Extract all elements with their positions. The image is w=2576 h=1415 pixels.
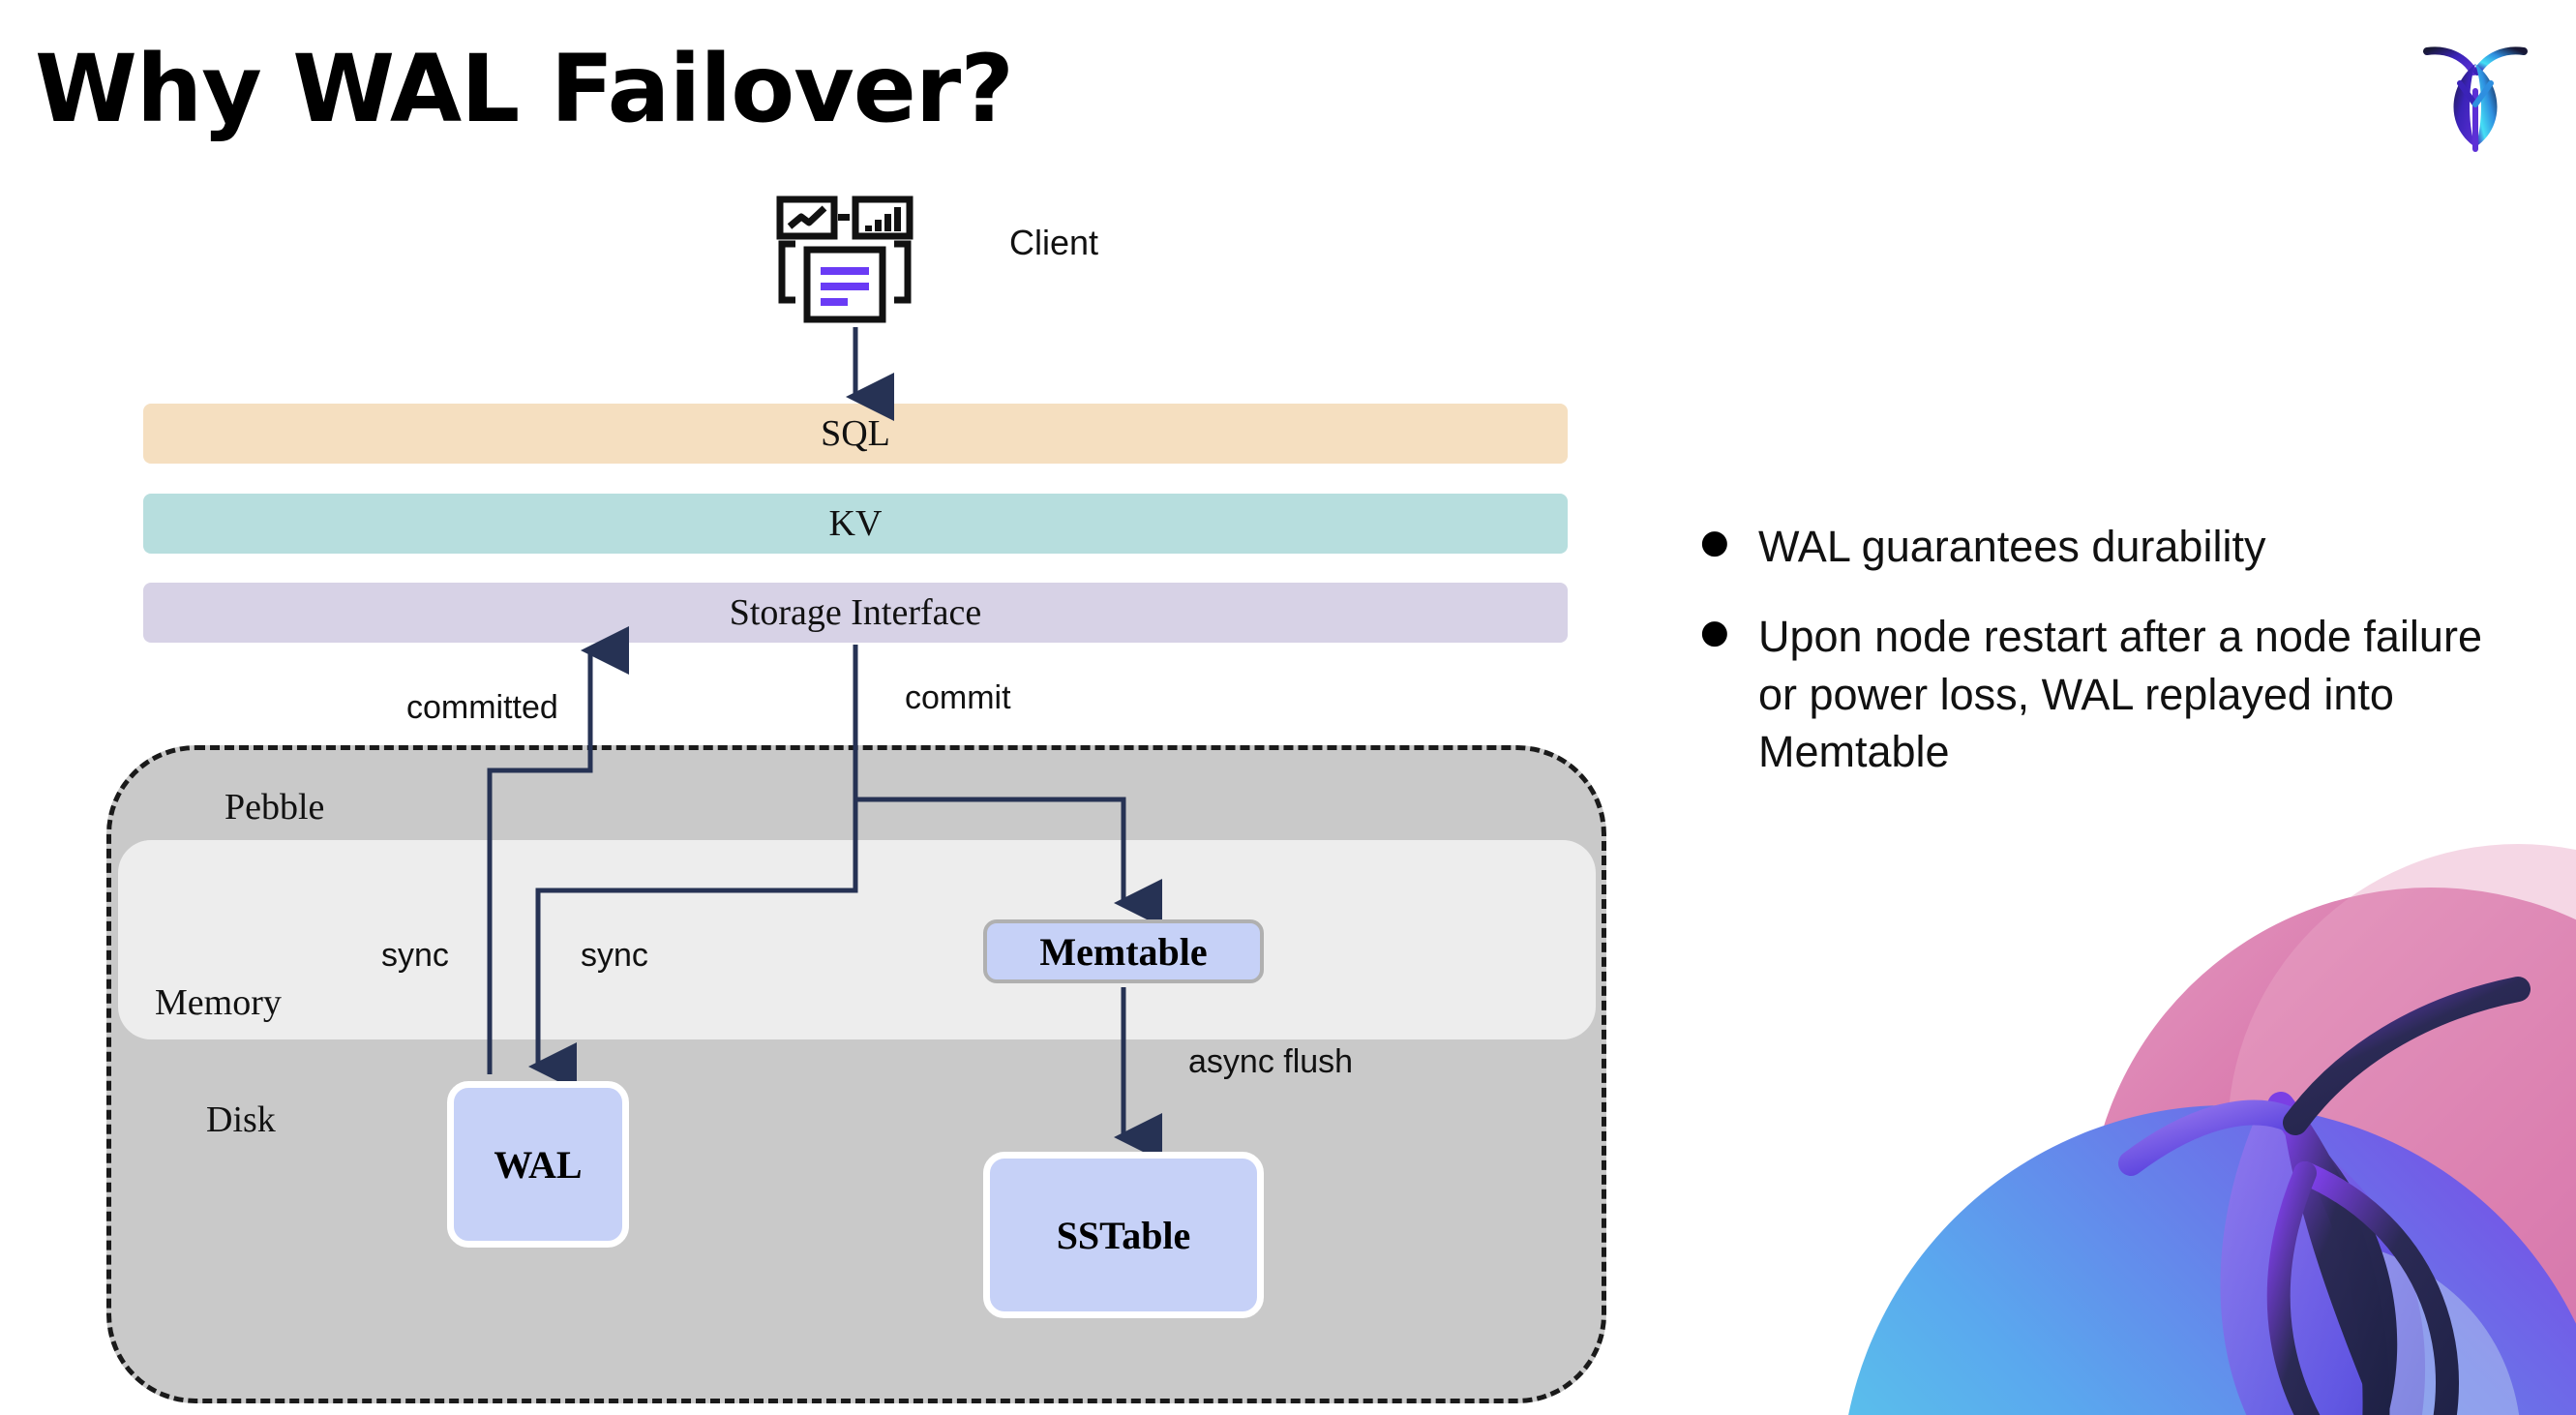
client-dashboard-icon — [774, 194, 929, 329]
edge-label-commit: commit — [905, 679, 1011, 716]
edge-label-sync-committed: sync — [381, 937, 449, 974]
node-label-memtable: Memtable — [1039, 929, 1208, 974]
bullet-text: Upon node restart after a node failure o… — [1758, 612, 2482, 777]
node-label-sstable: SSTable — [1056, 1213, 1191, 1257]
node-sstable: SSTable — [983, 1152, 1264, 1318]
bullet-marker-icon: ● — [1700, 613, 1729, 652]
memory-label: Memory — [155, 982, 282, 1023]
edge-label-sync-commit: sync — [581, 937, 648, 974]
bullet-list: ● WAL guarantees durability ● Upon node … — [1700, 518, 2503, 814]
client-label: Client — [1009, 223, 1099, 262]
node-memtable: Memtable — [983, 919, 1264, 983]
layer-label-kv: KV — [828, 503, 883, 544]
edge-label-committed: committed — [406, 689, 558, 726]
list-item: ● Upon node restart after a node failure… — [1700, 608, 2503, 780]
edge-label-async-flush: async flush — [1188, 1043, 1354, 1080]
list-item: ● WAL guarantees durability — [1700, 518, 2503, 575]
bullet-marker-icon: ● — [1700, 523, 1729, 561]
node-label-wal: WAL — [494, 1142, 583, 1187]
layer-label-sql: SQL — [821, 413, 890, 454]
pebble-label: Pebble — [225, 787, 325, 828]
memory-region — [118, 840, 1596, 1039]
layer-label-storage-interface: Storage Interface — [729, 592, 982, 633]
layer-bar-storage-interface: Storage Interface — [143, 583, 1568, 643]
cockroach-gradient-decoration — [1841, 815, 2576, 1415]
bullet-text: WAL guarantees durability — [1758, 522, 2266, 571]
layer-bar-sql: SQL — [143, 404, 1568, 464]
cockroachdb-logo — [2417, 33, 2533, 153]
disk-label: Disk — [206, 1099, 276, 1140]
node-wal: WAL — [447, 1081, 629, 1248]
page-title: Why WAL Failover? — [35, 35, 1014, 143]
layer-bar-kv: KV — [143, 494, 1568, 554]
